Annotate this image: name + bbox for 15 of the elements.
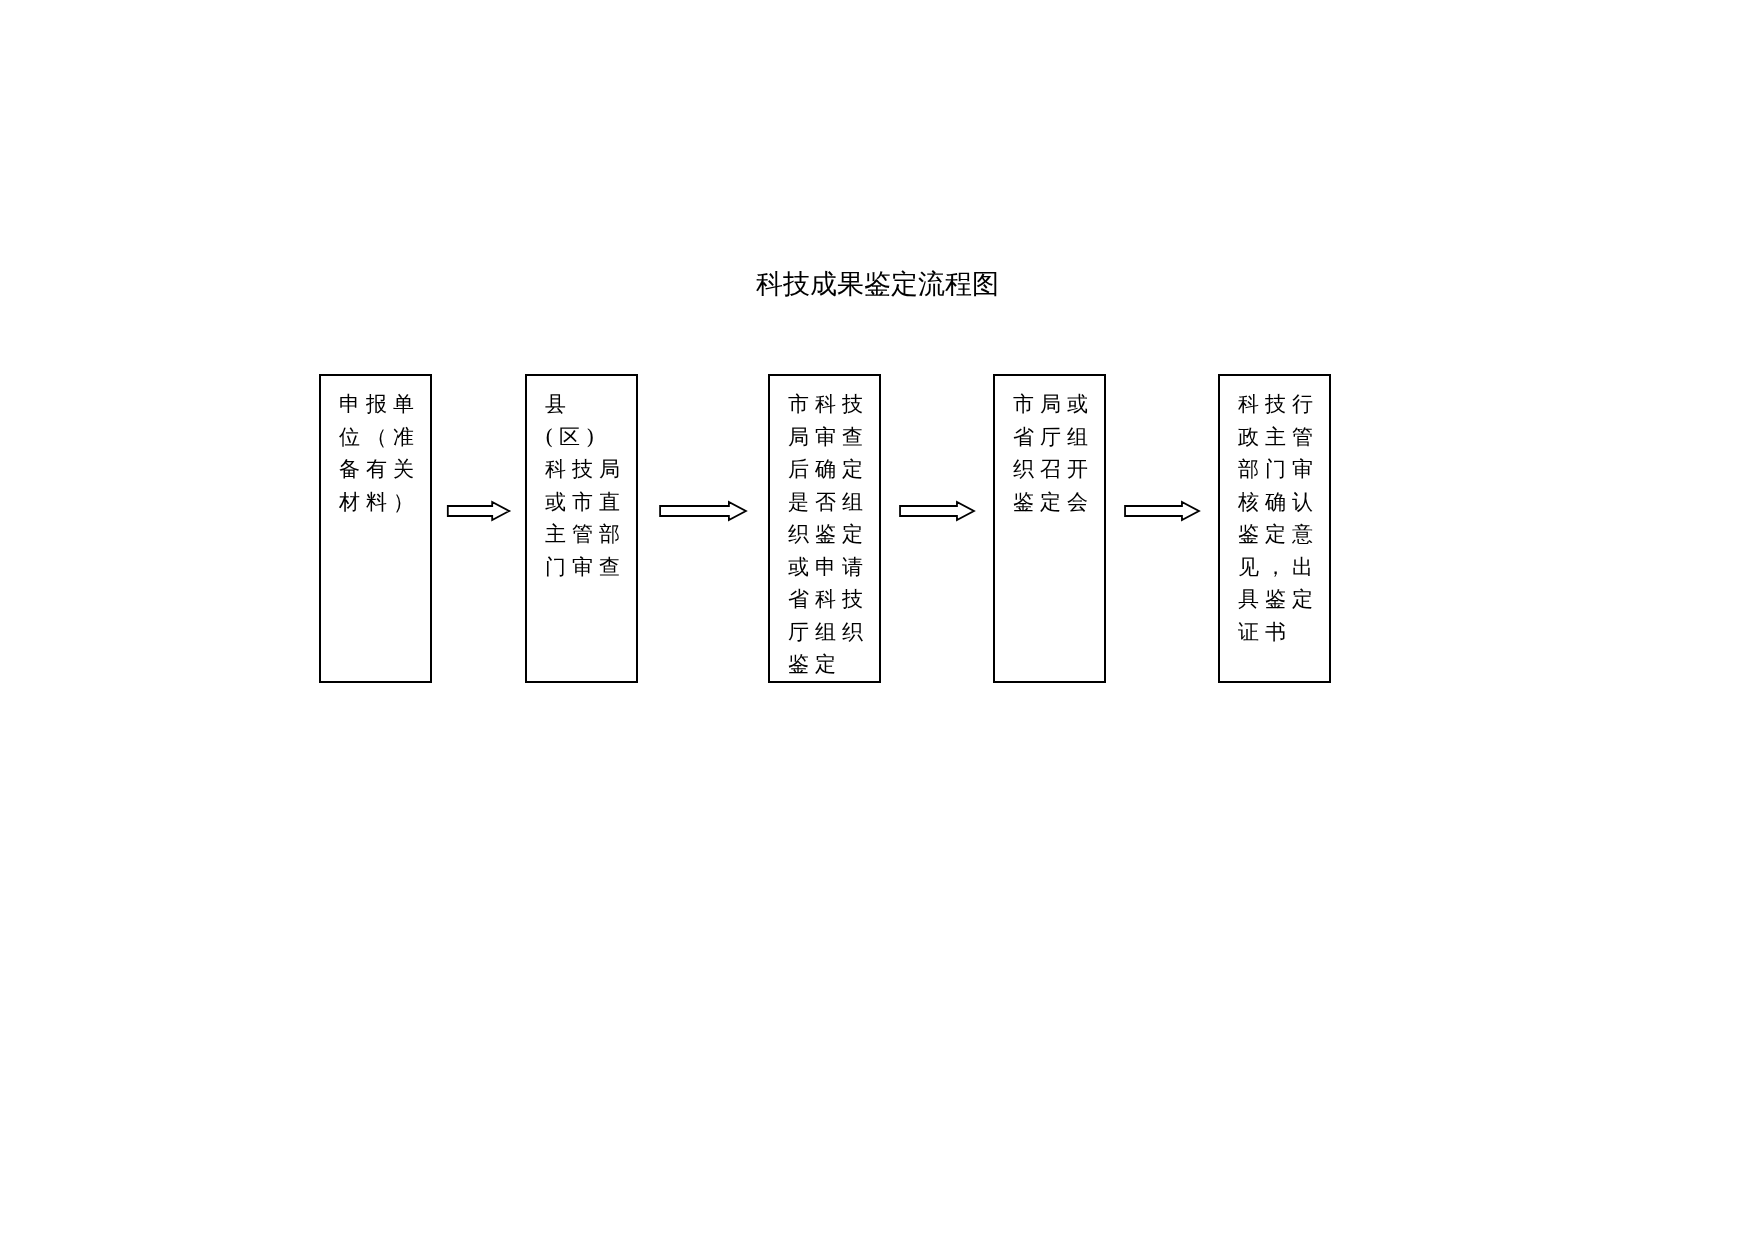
process-box [993, 374, 1106, 683]
block-arrow [446, 500, 512, 522]
box-text: 科技行政主管部门审核确认鉴定意见，出具鉴定证书 [1238, 391, 1320, 646]
process-box [1218, 374, 1331, 683]
box-text: 市局或省厅组织召开鉴定会 [1013, 391, 1095, 516]
process-box [319, 374, 432, 683]
block-arrow [899, 500, 976, 522]
box-text: 申报单位（准备有关材料） [339, 391, 421, 516]
diagram-title: 科技成果鉴定流程图 [754, 267, 1000, 301]
process-box [525, 374, 638, 683]
block-arrow [1124, 500, 1201, 522]
block-arrow [659, 500, 748, 522]
process-box [768, 374, 881, 683]
box-text: 市科技局审查后确定是否组织鉴定或申请省科技厅组织鉴定 [788, 391, 870, 678]
box-text: 县(区)科技局或市直主管部门审查 [545, 391, 627, 581]
